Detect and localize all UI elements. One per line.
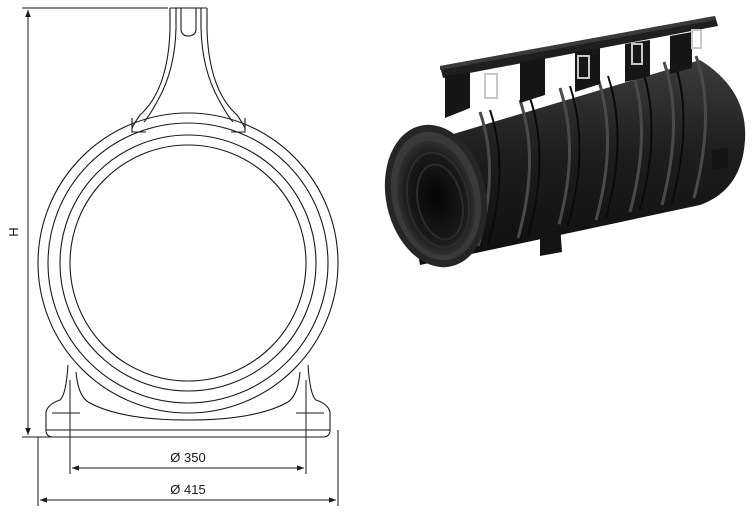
height-label: H xyxy=(6,227,21,236)
inner-diameter-label: Ø 350 xyxy=(170,450,205,465)
dimension-lines xyxy=(22,7,339,506)
front-foot xyxy=(540,224,562,256)
product-illustration xyxy=(384,16,746,268)
inner-bore xyxy=(69,144,307,382)
left-lug xyxy=(131,118,146,133)
metal-clips xyxy=(484,29,702,99)
corrugation-ribs xyxy=(476,55,708,247)
outer-ring xyxy=(37,112,339,414)
neck-outline xyxy=(131,8,171,129)
cross-section-drawing xyxy=(37,7,339,438)
outer-diameter-label: Ø 415 xyxy=(170,482,205,497)
